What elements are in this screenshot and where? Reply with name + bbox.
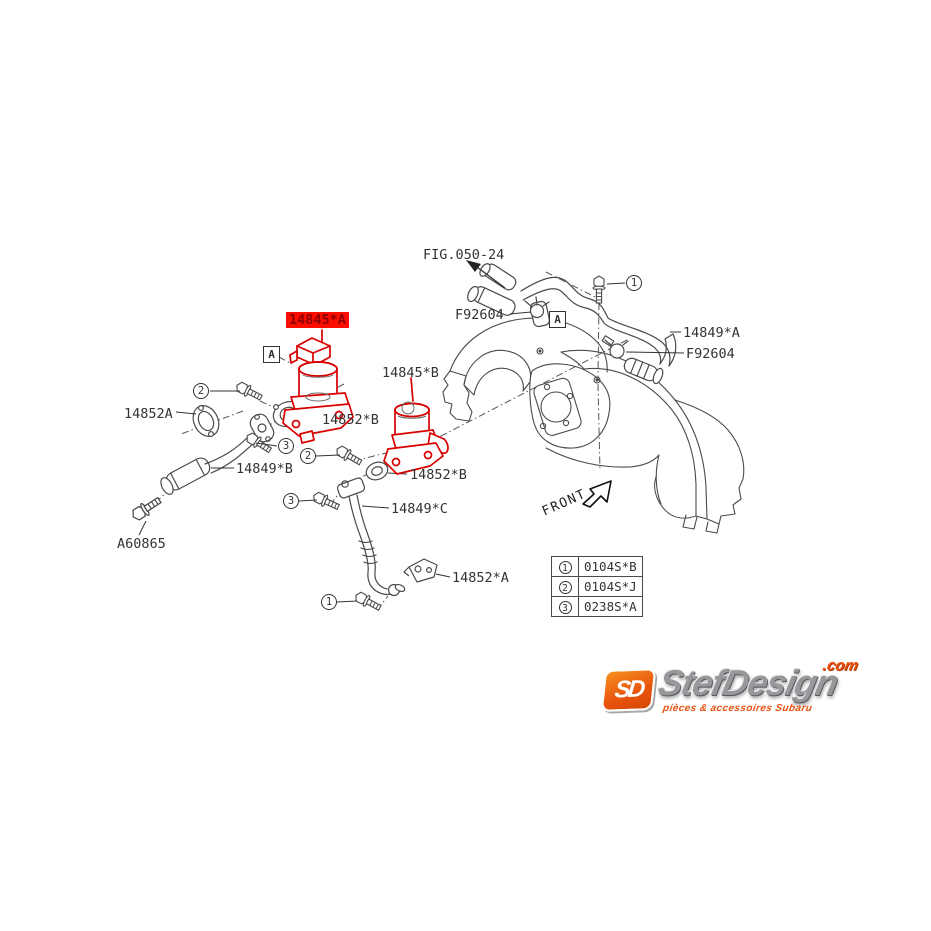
part-label-14849B: 14849*B: [236, 461, 293, 477]
legend-code-3: 0238S*A: [578, 596, 643, 617]
bolt-A60865: [128, 493, 164, 524]
callout-1-top: 1: [626, 275, 642, 291]
bracket-14852sA: [403, 558, 438, 583]
pipe-14849C: [336, 477, 406, 597]
part-label-F92604-right: F92604: [686, 346, 735, 362]
part-label-A60865: A60865: [117, 536, 166, 552]
legend-row: 3 0238S*A: [551, 596, 643, 617]
pipe-14849A: [467, 263, 677, 385]
part-label-14852A: 14852A: [124, 406, 173, 422]
brand-tld: .com: [821, 657, 860, 674]
callout-3-mid: 3: [283, 493, 299, 509]
bolt-3-mid: [310, 489, 342, 514]
legend-row: 2 0104S*J: [551, 576, 643, 597]
fig-reference-label: FIG.050-24: [423, 247, 505, 263]
bolt-1-top: [592, 275, 606, 304]
legend-num-1: 1: [558, 561, 572, 574]
legend-num-3: 3: [558, 601, 572, 614]
legend-code-1: 0104S*B: [578, 556, 643, 577]
front-arrow: [582, 480, 612, 508]
part-label-14849C: 14849*C: [391, 501, 448, 517]
legend-row: 1 0104S*B: [551, 556, 643, 577]
callout-2-left: 2: [193, 383, 209, 399]
brand-name: StefDesign: [654, 662, 842, 703]
clamp-F92604-left: [524, 296, 550, 319]
view-marker-A-top: A: [549, 311, 566, 328]
part-label-14852A-star: 14852*A: [452, 570, 509, 586]
bolt-2-mid: [333, 443, 365, 469]
callout-3-left: 3: [278, 438, 294, 454]
part-label-14852B-2: 14852*B: [410, 467, 467, 483]
valve-14845B-details: [397, 401, 427, 419]
fig-ref-arrowhead: [466, 260, 481, 272]
callout-1-bottom: 1: [321, 594, 337, 610]
intake-manifold: [442, 317, 745, 534]
brand-icon: SD: [600, 668, 657, 712]
valve-14845B: [383, 377, 449, 475]
view-marker-A-left: A: [263, 346, 280, 363]
callout-2-mid: 2: [300, 448, 316, 464]
valve-14845A-details: [302, 374, 334, 402]
part-label-F92604-left: F92604: [455, 307, 504, 323]
valve-14845A: [282, 329, 354, 444]
brand-tagline: pièces & accessoires Subaru: [662, 703, 814, 714]
stefdesign-logo[interactable]: SD StefDesign .com pièces & accessoires …: [597, 657, 889, 735]
fastener-legend-table: 1 0104S*B 2 0104S*J 3 0238S*A: [551, 556, 643, 617]
legend-code-2: 0104S*J: [578, 576, 643, 597]
part-label-14852B-1: 14852*B: [322, 412, 379, 428]
part-label-14849A: 14849*A: [683, 325, 740, 341]
gasket-14852B-2: [365, 461, 389, 481]
gasket-14852A: [192, 405, 220, 438]
legend-num-2: 2: [558, 581, 572, 594]
part-label-14845B: 14845*B: [382, 365, 439, 381]
clamp-F92604-right: [601, 335, 629, 359]
bolt-1-bottom: [352, 589, 384, 614]
part-label-14845A-highlighted: 14845*A: [286, 312, 349, 328]
